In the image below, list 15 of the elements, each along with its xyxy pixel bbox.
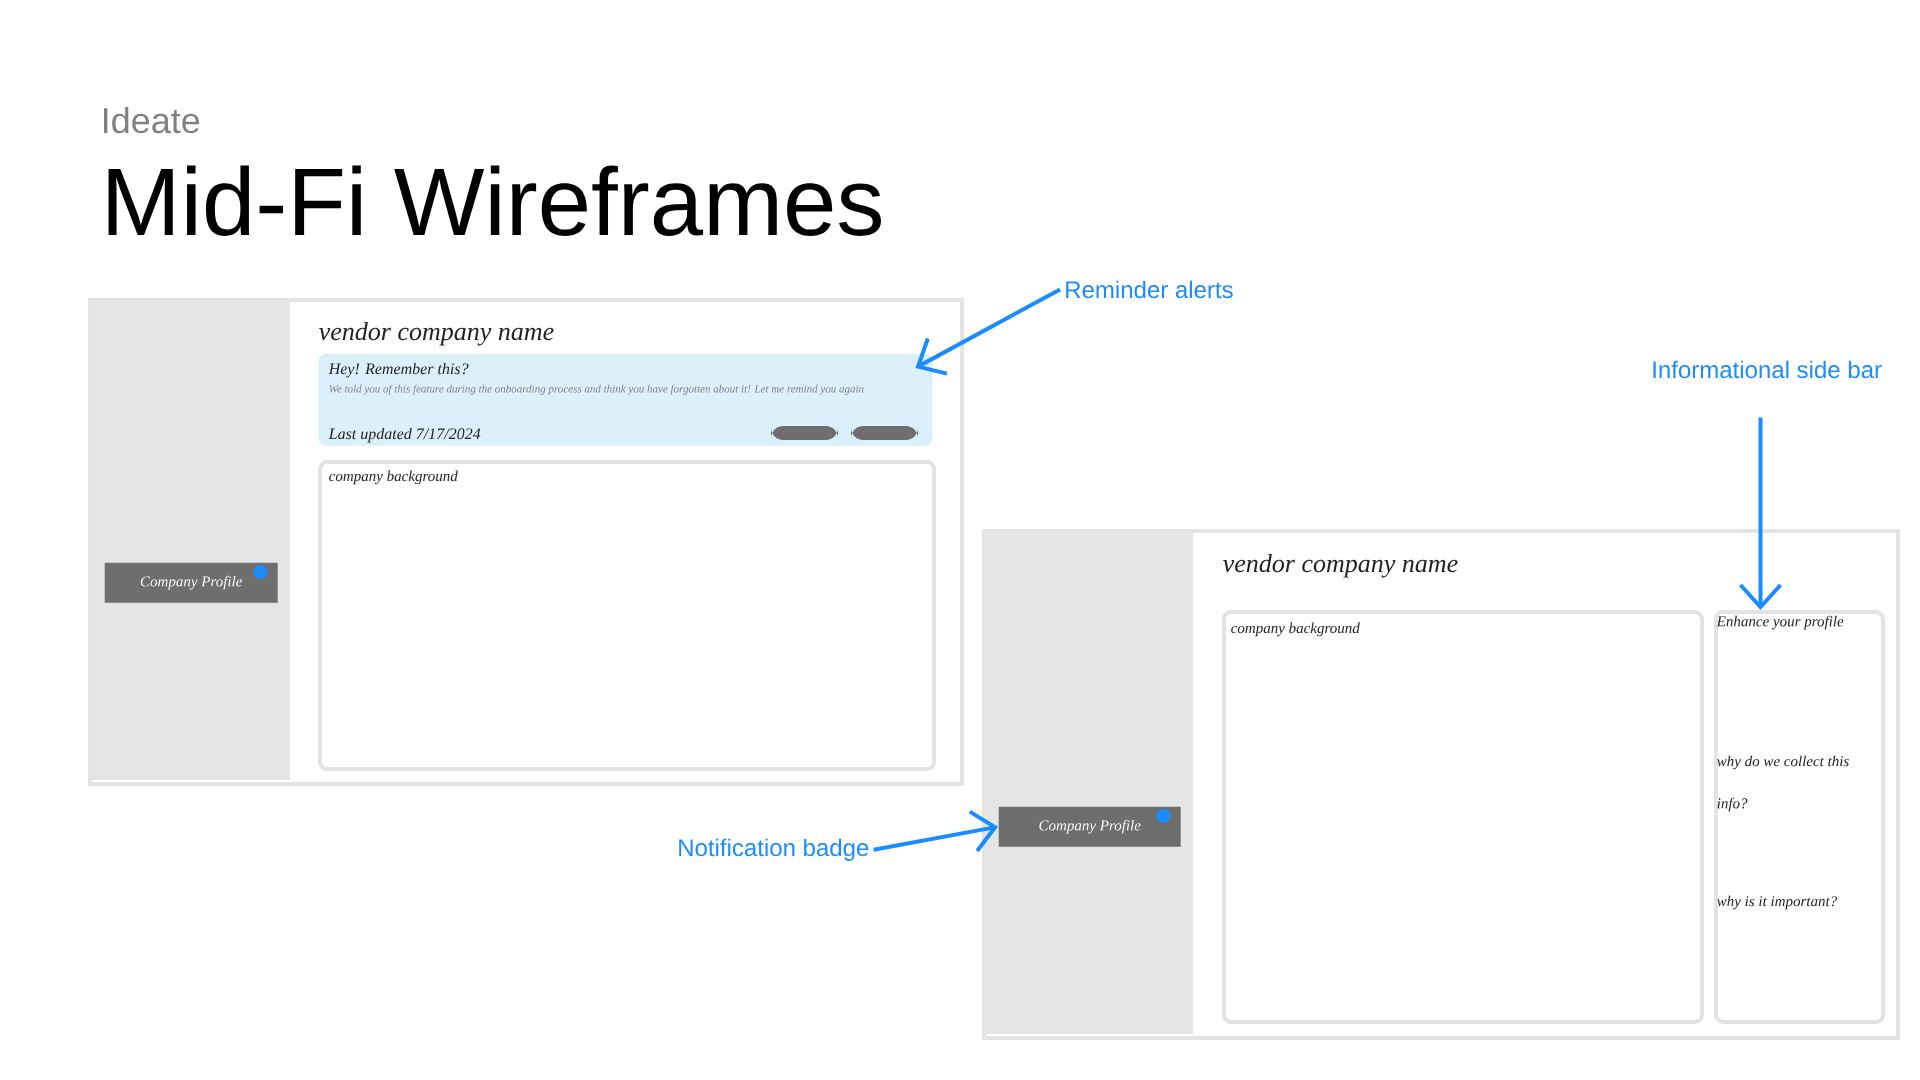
reminder-alert: Hey! Remember this? We told you of this feature during the onboarding process and think you have forgotten about it! Let me remind you again Last updated 7/17/2024 bbox=[318, 353, 933, 446]
arrow bbox=[1739, 417, 1782, 610]
side-bar: Enhance your profile why do we collect this info? why is it important? bbox=[1714, 610, 1885, 1024]
content-box: company background bbox=[318, 460, 936, 771]
arrow bbox=[873, 809, 999, 853]
arrow bbox=[915, 287, 1061, 376]
page-title: Mid-Fi Wireframes bbox=[108, 165, 881, 236]
page-heading: vendor company name bbox=[1223, 553, 1458, 578]
annotation-text: Notification badge bbox=[679, 838, 869, 861]
menu-button: Company Profile bbox=[104, 562, 278, 603]
annotation-text: Reminder alerts bbox=[1066, 280, 1233, 299]
menu-button: Company Profile bbox=[998, 806, 1181, 847]
section-label: Ideate bbox=[104, 106, 200, 134]
content-box: company background bbox=[1222, 610, 1704, 1024]
annotation-text: Informational side bar bbox=[1653, 360, 1882, 379]
